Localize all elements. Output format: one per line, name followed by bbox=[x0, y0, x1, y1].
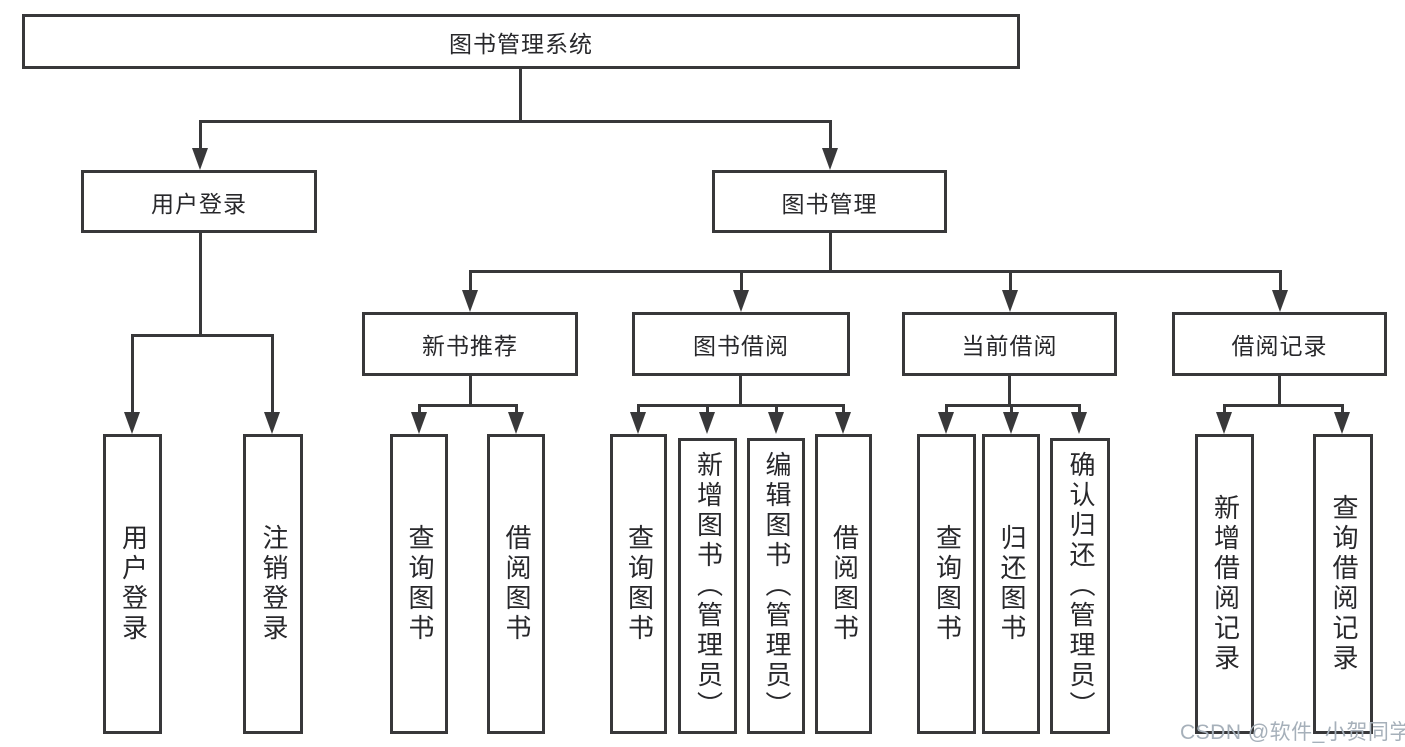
node-root-label: 图书管理系统 bbox=[449, 30, 593, 57]
leaf-label: 查询图书 bbox=[932, 524, 963, 644]
leaf-logout: 注销登录 bbox=[243, 434, 303, 734]
connector-user-login-drop bbox=[199, 120, 202, 152]
connector-leaf-drop bbox=[637, 404, 640, 416]
arrow-down-icon bbox=[1002, 290, 1018, 312]
leaf-label: 新增借阅记录 bbox=[1210, 494, 1241, 674]
leaf-label: 新增图书（管理员） bbox=[693, 451, 724, 721]
arrow-down-icon bbox=[699, 412, 715, 434]
leaf-borrow-books-2: 借阅图书 bbox=[815, 434, 872, 734]
leaf-label: 查询借阅记录 bbox=[1328, 494, 1359, 674]
connector-bus bbox=[1223, 404, 1344, 407]
arrow-down-icon bbox=[835, 412, 851, 434]
node-borrow-records: 借阅记录 bbox=[1172, 312, 1387, 376]
leaf-label: 编辑图书（管理员） bbox=[761, 451, 792, 721]
node-new-book-recommend: 新书推荐 bbox=[362, 312, 578, 376]
leaf-add-books-admin: 新增图书（管理员） bbox=[678, 438, 737, 734]
leaf-label: 借阅图书 bbox=[501, 524, 532, 644]
node-book-borrow: 图书借阅 bbox=[632, 312, 850, 376]
node-book-borrow-label: 图书借阅 bbox=[693, 333, 789, 359]
connector-leaf-drop bbox=[515, 404, 518, 416]
connector-stub bbox=[1278, 376, 1281, 407]
arrow-down-icon bbox=[124, 412, 140, 434]
node-current-borrow: 当前借阅 bbox=[902, 312, 1117, 376]
connector-book-mgmt-drop bbox=[829, 120, 832, 152]
arrow-down-icon bbox=[508, 412, 524, 434]
leaf-label: 借阅图书 bbox=[829, 524, 860, 644]
arrow-down-icon bbox=[822, 148, 838, 170]
connector-leaf-drop bbox=[418, 404, 421, 416]
connector-leaf-drop bbox=[271, 334, 274, 414]
connector-level3-drop bbox=[740, 270, 743, 292]
leaf-query-books-2: 查询图书 bbox=[610, 434, 667, 734]
node-user-login: 用户登录 bbox=[81, 170, 317, 233]
node-borrow-records-label: 借阅记录 bbox=[1231, 333, 1328, 359]
connector-stub bbox=[739, 376, 742, 407]
leaf-query-borrow-record: 查询借阅记录 bbox=[1313, 434, 1373, 734]
arrow-down-icon bbox=[1334, 412, 1350, 434]
arrow-down-icon bbox=[1216, 412, 1232, 434]
connector-user-login-bus bbox=[131, 334, 274, 337]
arrow-down-icon bbox=[733, 290, 749, 312]
connector-leaf-drop bbox=[945, 404, 948, 416]
arrow-down-icon bbox=[1003, 412, 1019, 434]
leaf-label: 确认归还（管理员） bbox=[1065, 451, 1096, 721]
connector-leaf-drop bbox=[131, 334, 134, 414]
leaf-label: 查询图书 bbox=[624, 524, 655, 644]
node-book-management: 图书管理 bbox=[712, 170, 947, 233]
connector-level3-drop bbox=[1009, 270, 1012, 292]
node-root: 图书管理系统 bbox=[22, 14, 1020, 69]
leaf-label: 查询图书 bbox=[404, 524, 435, 644]
leaf-label: 注销登录 bbox=[258, 524, 289, 644]
arrow-down-icon bbox=[938, 412, 954, 434]
leaf-return-books: 归还图书 bbox=[982, 434, 1040, 734]
connector-leaf-drop bbox=[775, 404, 778, 416]
connector-leaf-drop bbox=[1078, 404, 1081, 416]
arrow-down-icon bbox=[1071, 412, 1087, 434]
connector-bus bbox=[418, 404, 518, 407]
arrow-down-icon bbox=[1272, 290, 1288, 312]
node-user-login-label: 用户登录 bbox=[151, 190, 247, 217]
connector-level3-drop bbox=[1279, 270, 1282, 292]
connector-level2-bus bbox=[199, 120, 832, 123]
node-current-borrow-label: 当前借阅 bbox=[961, 333, 1058, 359]
connector-leaf-drop bbox=[1223, 404, 1226, 416]
connector-book-mgmt-stub bbox=[829, 233, 832, 272]
leaf-confirm-return-admin: 确认归还（管理员） bbox=[1050, 438, 1110, 734]
connector-root-stub bbox=[519, 69, 522, 122]
connector-bus bbox=[637, 404, 845, 407]
connector-leaf-drop bbox=[1010, 404, 1013, 416]
connector-leaf-drop bbox=[842, 404, 845, 416]
arrow-down-icon bbox=[462, 290, 478, 312]
connector-user-login-stub bbox=[199, 233, 202, 336]
arrow-down-icon bbox=[411, 412, 427, 434]
leaf-user-login: 用户登录 bbox=[103, 434, 162, 734]
node-book-management-label: 图书管理 bbox=[781, 190, 878, 217]
connector-leaf-drop bbox=[1341, 404, 1344, 416]
node-new-book-recommend-label: 新书推荐 bbox=[422, 333, 518, 359]
leaf-query-books-3: 查询图书 bbox=[917, 434, 976, 734]
connector-level3-bus bbox=[469, 270, 1281, 273]
leaf-add-borrow-record: 新增借阅记录 bbox=[1195, 434, 1254, 734]
connector-stub bbox=[1008, 376, 1011, 407]
leaf-edit-books-admin: 编辑图书（管理员） bbox=[747, 438, 805, 734]
connector-stub bbox=[469, 376, 472, 407]
arrow-down-icon bbox=[630, 412, 646, 434]
arrow-down-icon bbox=[768, 412, 784, 434]
csdn-watermark: CSDN @软件_小贺同学 bbox=[1180, 721, 1405, 744]
leaf-label: 归还图书 bbox=[996, 524, 1027, 644]
leaf-query-books-1: 查询图书 bbox=[390, 434, 448, 734]
connector-level3-drop bbox=[469, 270, 472, 292]
connector-leaf-drop bbox=[706, 404, 709, 416]
leaf-borrow-books-1: 借阅图书 bbox=[487, 434, 545, 734]
leaf-label: 用户登录 bbox=[118, 524, 149, 644]
arrow-down-icon bbox=[264, 412, 280, 434]
arrow-down-icon bbox=[192, 148, 208, 170]
